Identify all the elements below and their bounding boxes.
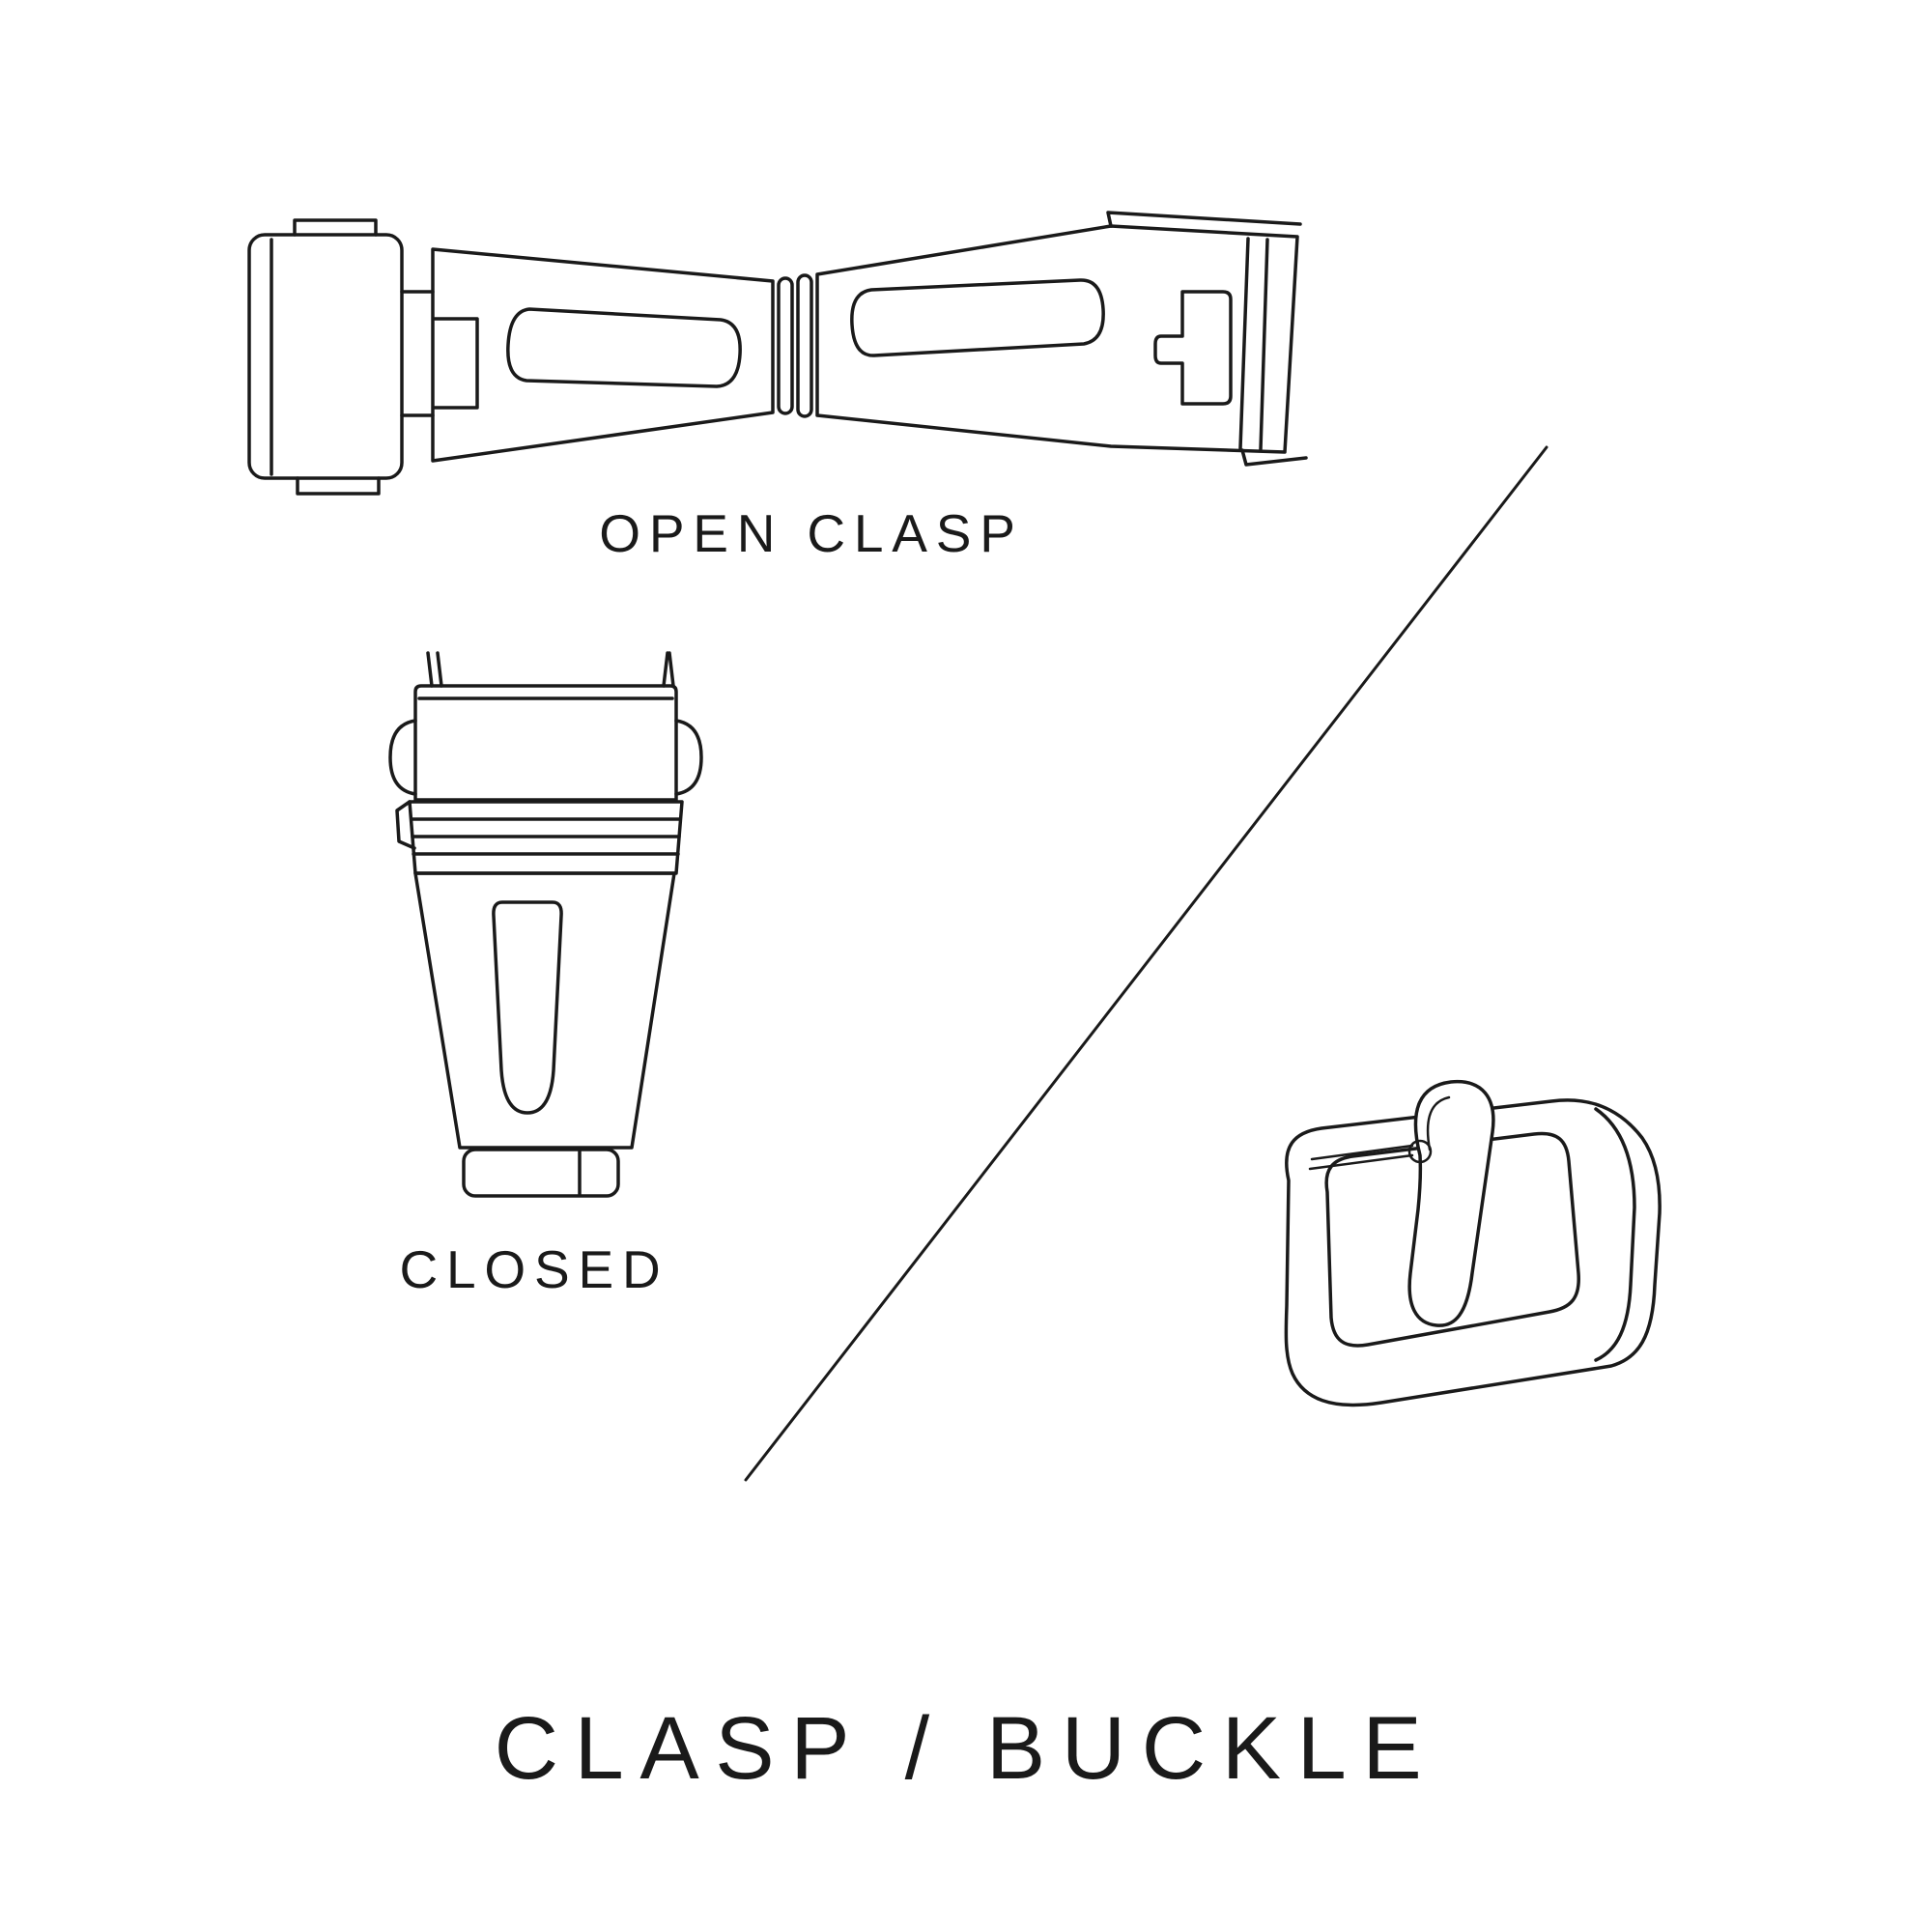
buckle-tongue (1407, 1080, 1495, 1327)
open-clasp-hinge (777, 273, 813, 418)
open-clasp-illustration (247, 211, 1308, 496)
diagram-title: CLASP / BUCKLE (494, 1699, 1438, 1798)
pin-buckle-illustration (1284, 1080, 1662, 1407)
open-clasp-label: OPEN CLASP (599, 503, 1024, 563)
divider-line (744, 445, 1548, 1482)
closed-clasp-label: CLOSED (399, 1239, 669, 1299)
open-clasp-end-link (247, 218, 404, 496)
closed-clasp-illustration (388, 651, 703, 1198)
